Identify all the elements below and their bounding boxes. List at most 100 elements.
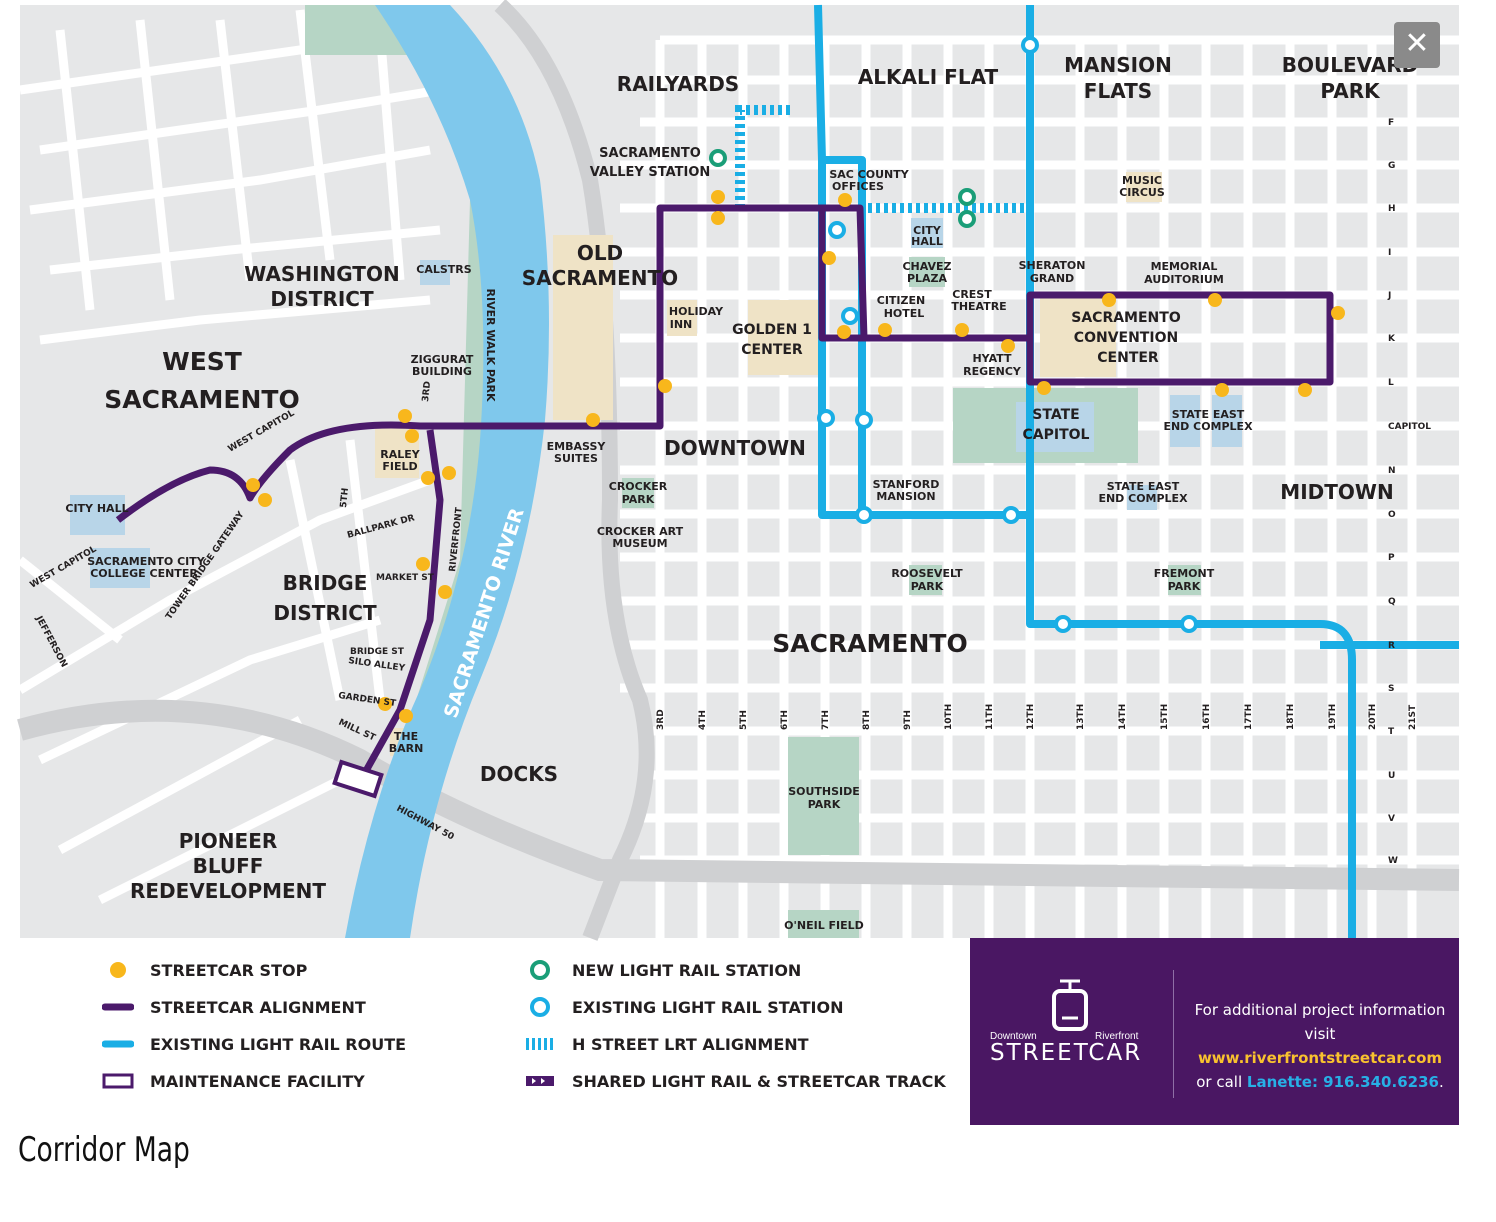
legend-new-lr-station: NEW LIGHT RAIL STATION: [522, 958, 801, 982]
lr-station: [1002, 506, 1020, 524]
dashed-line-icon: [526, 1038, 554, 1050]
area-boulevard-park-2: PARK: [1320, 79, 1381, 103]
place-chavez-1: CHAVEZ: [902, 260, 951, 273]
place-raley-1: RALEY: [380, 448, 421, 461]
legend-label: EXISTING LIGHT RAIL STATION: [572, 997, 844, 1017]
place-barn-2: BARN: [389, 742, 424, 755]
place-sac-county-2: OFFICES: [832, 180, 884, 193]
lr-line-icon: [102, 1040, 134, 1048]
sacramento-river: [345, 5, 549, 938]
street-label-numbered: 19TH: [1328, 704, 1338, 730]
area-bridge-2: DISTRICT: [273, 601, 377, 625]
brand-downtown: Downtown: [990, 1031, 1037, 1042]
area-bridge-1: BRIDGE: [283, 571, 368, 595]
street-label-lettered: W: [1388, 856, 1398, 866]
existing-lr-stations: [817, 36, 1198, 633]
streetcar-stop: [258, 493, 272, 507]
street-label-lettered: P: [1388, 553, 1395, 563]
roosevelt-park-block: [909, 565, 942, 595]
place-sheraton-1: SHERATON: [1019, 259, 1086, 272]
place-chavez-2: PLAZA: [907, 272, 948, 285]
place-crocker-art-2: MUSEUM: [612, 537, 667, 550]
place-svs-2: VALLEY STATION: [590, 165, 711, 180]
area-mansion-flats-2: FLATS: [1084, 79, 1152, 103]
new-lr-stations: [709, 149, 976, 228]
highway-50: [17, 699, 1460, 891]
street-label-lettered: N: [1388, 466, 1396, 476]
place-stanford-2: MANSION: [876, 490, 935, 503]
street-label-lettered: R: [1388, 641, 1395, 651]
legend-label: NEW LIGHT RAIL STATION: [572, 960, 802, 980]
street-label-lettered: I: [1388, 248, 1391, 258]
place-city-hall-2: HALL: [911, 235, 943, 248]
place-city-hall-1: CITY: [913, 224, 942, 237]
street-label-lettered: S: [1388, 684, 1394, 694]
area-mansion-flats-1: MANSION: [1064, 53, 1172, 77]
streetcar-stop: [878, 323, 892, 337]
phone-link[interactable]: Lanette: 916.340.6236: [1246, 1073, 1439, 1091]
street-label-numbered: 18TH: [1286, 704, 1296, 730]
streetcar-stop: [1298, 383, 1312, 397]
lr-station: [817, 409, 835, 427]
crocker-park-block: [622, 478, 654, 508]
place-calstrs: CALSTRS: [416, 263, 471, 276]
close-button[interactable]: ✕: [1394, 22, 1440, 68]
street-third-w: 3RD: [421, 381, 433, 403]
place-hyatt-2: REGENCY: [963, 365, 1022, 378]
place-golden-1: GOLDEN 1: [732, 322, 812, 338]
street-label-numbered: 3RD: [656, 709, 666, 730]
streetcar-stop: [1001, 339, 1015, 353]
street-label-numbered: 11TH: [985, 704, 995, 730]
info-line-3: or call Lanette: 916.340.6236.: [1185, 1070, 1455, 1094]
street-label-lettered: CAPITOL: [1388, 422, 1431, 432]
area-pioneer-3: REDEVELOPMENT: [130, 879, 326, 903]
place-state-east-a-2: END COMPLEX: [1163, 420, 1253, 433]
streetcar-stop: [1331, 306, 1345, 320]
new-lr-station: [958, 188, 976, 206]
street-label-lettered: O: [1388, 510, 1396, 520]
street-label-numbered: 13TH: [1076, 704, 1086, 730]
place-scc-1: SACRAMENTO CITY: [87, 555, 206, 568]
street-label-numbered: 20TH: [1368, 704, 1378, 730]
place-scc-2: COLLEGE CENTER: [90, 567, 198, 580]
streetcar-stop: [416, 557, 430, 571]
place-memorial-2: AUDITORIUM: [1144, 273, 1224, 286]
area-old-sac-1: OLD: [577, 241, 623, 265]
place-stanford-1: STANFORD: [873, 478, 940, 491]
legend-label: SHARED LIGHT RAIL & STREETCAR TRACK: [572, 1071, 946, 1091]
street-label-numbered: 14TH: [1118, 704, 1128, 730]
street-label-numbered: 16TH: [1202, 704, 1212, 730]
convention-block: [1040, 297, 1116, 377]
website-link[interactable]: www.riverfrontstreetcar.com: [1197, 1049, 1443, 1067]
street-label-numbered: 12TH: [1026, 704, 1036, 730]
info-line-2: visit www.riverfrontstreetcar.com: [1185, 1022, 1455, 1070]
chavez-plaza-block: [909, 257, 945, 287]
street-label-lettered: V: [1388, 814, 1395, 824]
brand-wordmark: STREETCAR: [990, 1040, 1143, 1066]
new-lr-station: [709, 149, 727, 167]
legend-h-street: H STREET LRT ALIGNMENT: [522, 1032, 809, 1056]
legend-label: MAINTENANCE FACILITY: [150, 1071, 365, 1091]
west-streets: [17, 9, 441, 905]
place-golden-2: CENTER: [741, 342, 803, 358]
place-crocker-art-1: CROCKER ART: [597, 525, 684, 538]
state-east-a-block-1: [1170, 395, 1200, 447]
lr-station: [1054, 615, 1072, 633]
state-east-a-block-2: [1212, 395, 1242, 447]
place-southside-2: PARK: [808, 798, 841, 811]
shared-track-icon: [526, 1076, 554, 1086]
place-state-cap-2: CAPITOL: [1023, 427, 1090, 443]
area-old-sac-2: SACRAMENTO: [522, 266, 678, 290]
street-fifth-w: 5TH: [339, 487, 351, 508]
street-label-numbered: 8TH: [862, 710, 872, 730]
place-crest-1: CREST: [952, 288, 992, 301]
area-midtown: MIDTOWN: [1280, 480, 1393, 504]
area-washington-1: WASHINGTON: [244, 262, 399, 286]
legend: STREETCAR STOP STREETCAR ALIGNMENT EXIST…: [100, 958, 960, 1098]
streetcar-stop: [711, 190, 725, 204]
legend-label: STREETCAR ALIGNMENT: [150, 997, 366, 1017]
street-label-lettered: L: [1388, 378, 1394, 388]
place-crest-2: THEATRE: [951, 300, 1006, 313]
streetcar-stop: [405, 429, 419, 443]
